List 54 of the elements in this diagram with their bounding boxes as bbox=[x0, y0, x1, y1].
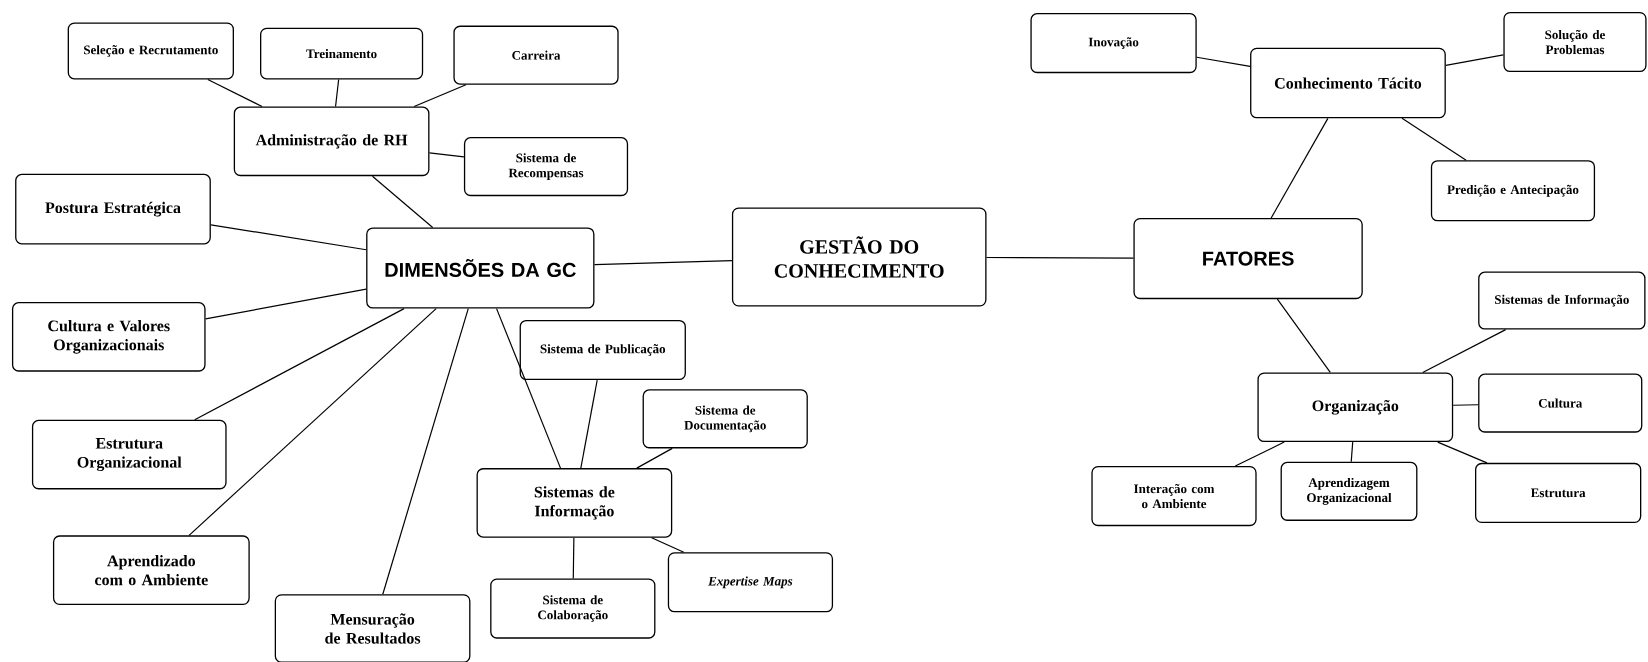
connector-line bbox=[194, 307, 405, 421]
connector-line bbox=[1350, 441, 1354, 463]
concept-box: Seleção e Recrutamento bbox=[67, 22, 234, 80]
connector-line bbox=[1276, 298, 1331, 373]
connector-line bbox=[1452, 404, 1479, 406]
connector-line bbox=[1270, 117, 1329, 219]
connector-line bbox=[205, 288, 367, 320]
concept-box: Cultura bbox=[1478, 373, 1643, 433]
concept-box: Sistemas de Informação bbox=[1478, 271, 1646, 330]
connector-line bbox=[1422, 328, 1507, 373]
concept-box: Solução de Problemas bbox=[1503, 11, 1647, 73]
connector-line bbox=[334, 78, 340, 108]
concept-box: Mensuração de Resultados bbox=[274, 594, 471, 662]
concept-box: Inovação bbox=[1030, 12, 1197, 74]
concept-box: Administração de RH bbox=[233, 106, 430, 177]
connector-line bbox=[572, 537, 575, 579]
concept-box: Postura Estratégica bbox=[15, 173, 211, 245]
connector-line bbox=[651, 537, 685, 553]
connector-line bbox=[382, 307, 469, 595]
concept-box: GESTÃO DO CONHECIMENTO bbox=[731, 207, 987, 307]
connector-line bbox=[985, 256, 1134, 259]
connector-line bbox=[495, 307, 562, 469]
concept-box: Sistema de Recompensas bbox=[463, 136, 629, 197]
concept-box: Aprendizado com o Ambiente bbox=[52, 535, 250, 605]
concept-box: FATORES bbox=[1133, 217, 1363, 300]
connector-line bbox=[413, 84, 467, 108]
concept-box: Cultura e Valores Organizacionais bbox=[11, 302, 206, 372]
concept-box: Carreira bbox=[453, 25, 619, 85]
concept-box: Predição e Antecipação bbox=[1430, 160, 1596, 222]
concept-box: Organização bbox=[1257, 372, 1454, 442]
connector-line bbox=[428, 152, 465, 158]
concept-box: Treinamento bbox=[260, 27, 424, 80]
connector-line bbox=[636, 447, 673, 469]
concept-box: Estrutura bbox=[1475, 462, 1642, 523]
concept-box: Sistema de Publicação bbox=[519, 319, 686, 380]
connector-line bbox=[371, 175, 434, 228]
connector-line bbox=[1401, 117, 1467, 161]
connector-line bbox=[580, 379, 598, 469]
concept-box: Sistema de Colaboração bbox=[490, 578, 656, 639]
connector-line bbox=[1437, 441, 1488, 464]
concept-box: Estrutura Organizacional bbox=[31, 419, 227, 490]
connector-line bbox=[188, 307, 437, 536]
connector-line bbox=[210, 224, 367, 251]
connector-line bbox=[207, 78, 263, 108]
connector-line bbox=[1445, 54, 1504, 66]
concept-box: DIMENSÕES DA GC bbox=[366, 227, 595, 309]
concept-box: Conhecimento Tácito bbox=[1250, 47, 1446, 119]
connector-line bbox=[1196, 56, 1251, 67]
concept-box: Interação com o Ambiente bbox=[1091, 465, 1257, 527]
connector-line bbox=[593, 260, 733, 266]
concept-box: Sistemas de Informação bbox=[476, 468, 673, 538]
concept-box: Sistema de Documentação bbox=[642, 389, 808, 449]
concept-box: Expertise Maps bbox=[667, 552, 834, 613]
concept-box: Aprendizagem Organizacional bbox=[1280, 461, 1418, 521]
